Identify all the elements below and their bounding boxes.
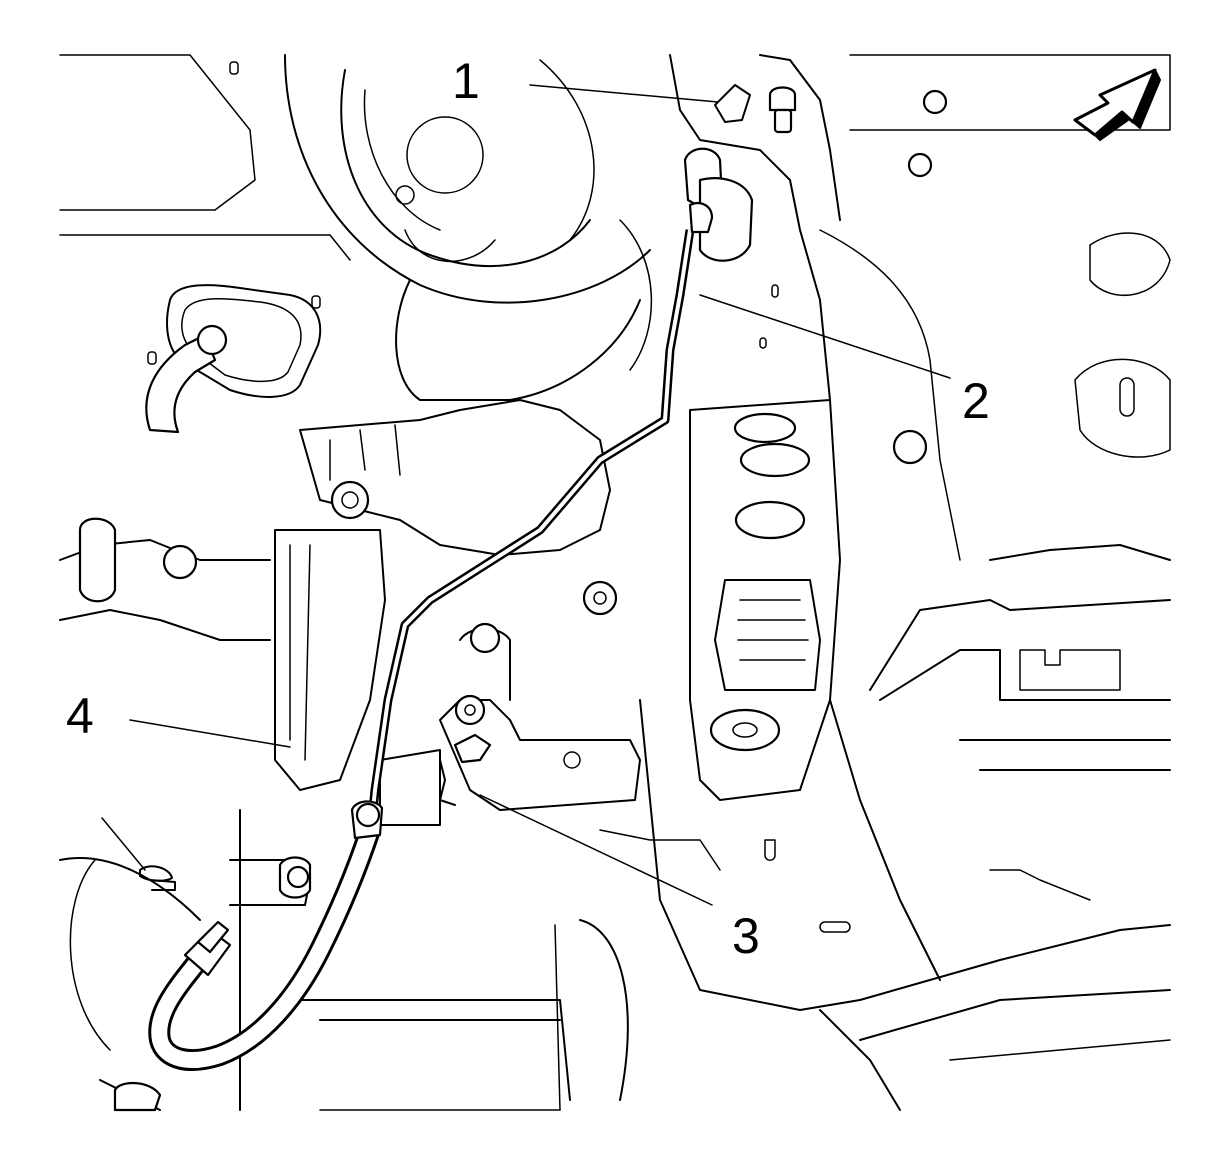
brake-hose — [148, 800, 384, 1071]
brake-pipe — [367, 229, 695, 821]
direction-arrow-icon — [1073, 68, 1161, 141]
leader-lines — [101, 84, 951, 906]
callout-2: 2 — [962, 373, 990, 429]
background-structure — [59, 54, 1171, 1112]
brake-pipe-clip — [439, 733, 492, 806]
hose-retainer — [139, 856, 312, 906]
callout-3: 3 — [732, 908, 760, 964]
callout-1: 1 — [452, 53, 480, 109]
upper-fitting — [683, 84, 797, 262]
callout-4: 4 — [66, 688, 94, 744]
